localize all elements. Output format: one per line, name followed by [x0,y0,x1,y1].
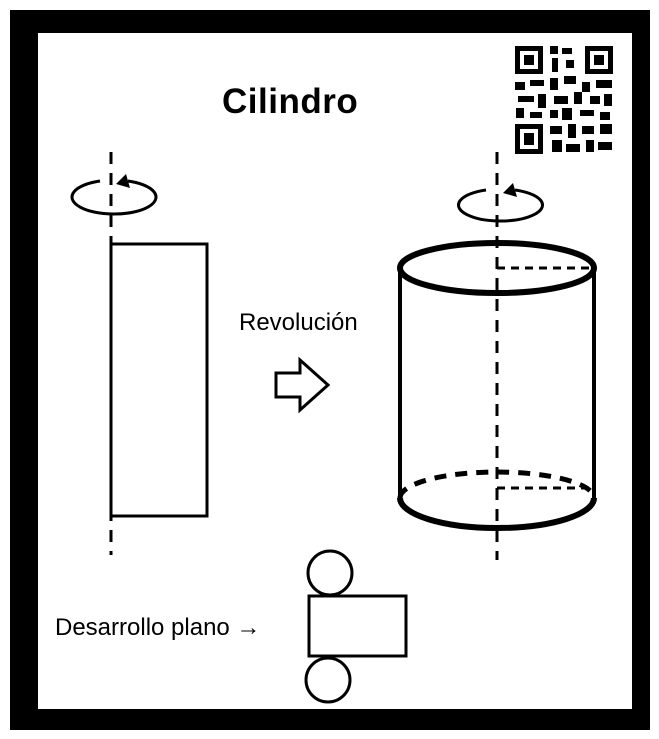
development-bottom-circle [304,656,352,704]
qr-code-icon [512,42,616,158]
development-top-circle [306,549,354,597]
rotation-arrow-icon [457,183,544,223]
hollow-right-arrow-icon [274,356,331,414]
generating-rectangle-group [70,152,209,555]
plane-development-group [304,549,408,704]
generating-rectangle [109,242,209,518]
development-rectangle [307,594,408,658]
cylinder-solid-group [397,152,597,560]
rotation-arrow-icon [70,174,158,216]
revolution-label: Revolución [239,309,358,336]
development-label: Desarrollo plano → [55,614,261,641]
page-title: Cilindro [222,82,359,121]
cylinder-bottom-front [397,497,597,531]
cylinder-bottom-hidden [397,469,597,499]
